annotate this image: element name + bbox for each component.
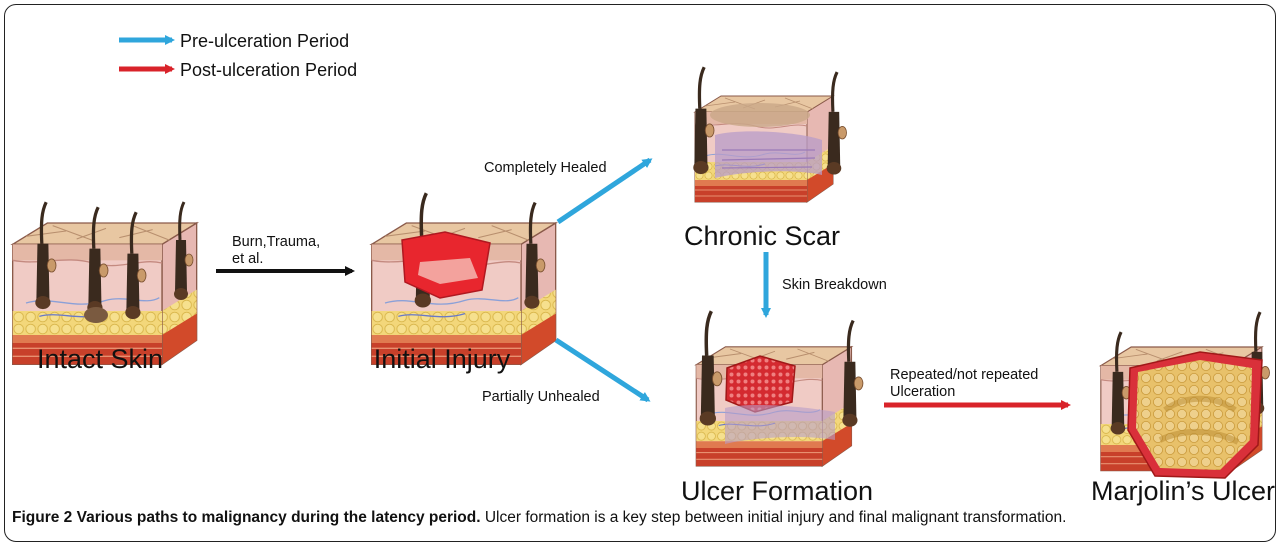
stage-label-marjolins-ulcer: Marjolin’s Ulcer — [1091, 476, 1275, 506]
legend: Pre-ulceration Period Post-ulceration Pe… — [119, 31, 357, 80]
label-partially-unhealed: Partially Unhealed — [482, 389, 600, 405]
legend-label-post: Post-ulceration Period — [180, 60, 357, 80]
intact-skin-illustration — [13, 202, 197, 364]
label-completely-healed: Completely Healed — [484, 160, 607, 176]
initial-injury-illustration — [372, 193, 556, 364]
label-burn-trauma-line2: et al. — [232, 251, 263, 267]
legend-label-pre: Pre-ulceration Period — [180, 31, 349, 51]
stage-label-initial-injury: Initial Injury — [374, 344, 511, 374]
tumor-icon — [1136, 360, 1252, 470]
ulcer-formation-illustration — [696, 311, 863, 466]
label-burn-trauma-line1: Burn,Trauma, — [232, 234, 320, 250]
label-skin-breakdown: Skin Breakdown — [782, 277, 887, 293]
label-repeated-line1: Repeated/not repeated — [890, 367, 1038, 383]
caption-text: Ulcer formation is a key step between in… — [481, 509, 1067, 526]
scar-tissue-icon — [715, 131, 822, 178]
marjolins-ulcer-illustration — [1101, 312, 1270, 478]
ulcer-icon — [726, 356, 795, 412]
label-repeated-line2: Ulceration — [890, 384, 955, 400]
stage-label-ulcer-formation: Ulcer Formation — [681, 476, 873, 506]
sweat-gland-icon — [84, 307, 108, 323]
stage-label-intact-skin: Intact Skin — [37, 344, 163, 374]
stage-label-chronic-scar: Chronic Scar — [684, 221, 840, 251]
caption-title: Figure 2 Various paths to malignancy dur… — [12, 509, 481, 526]
chronic-scar-illustration — [693, 67, 846, 202]
figure-caption: Figure 2 Various paths to malignancy dur… — [12, 508, 1274, 528]
